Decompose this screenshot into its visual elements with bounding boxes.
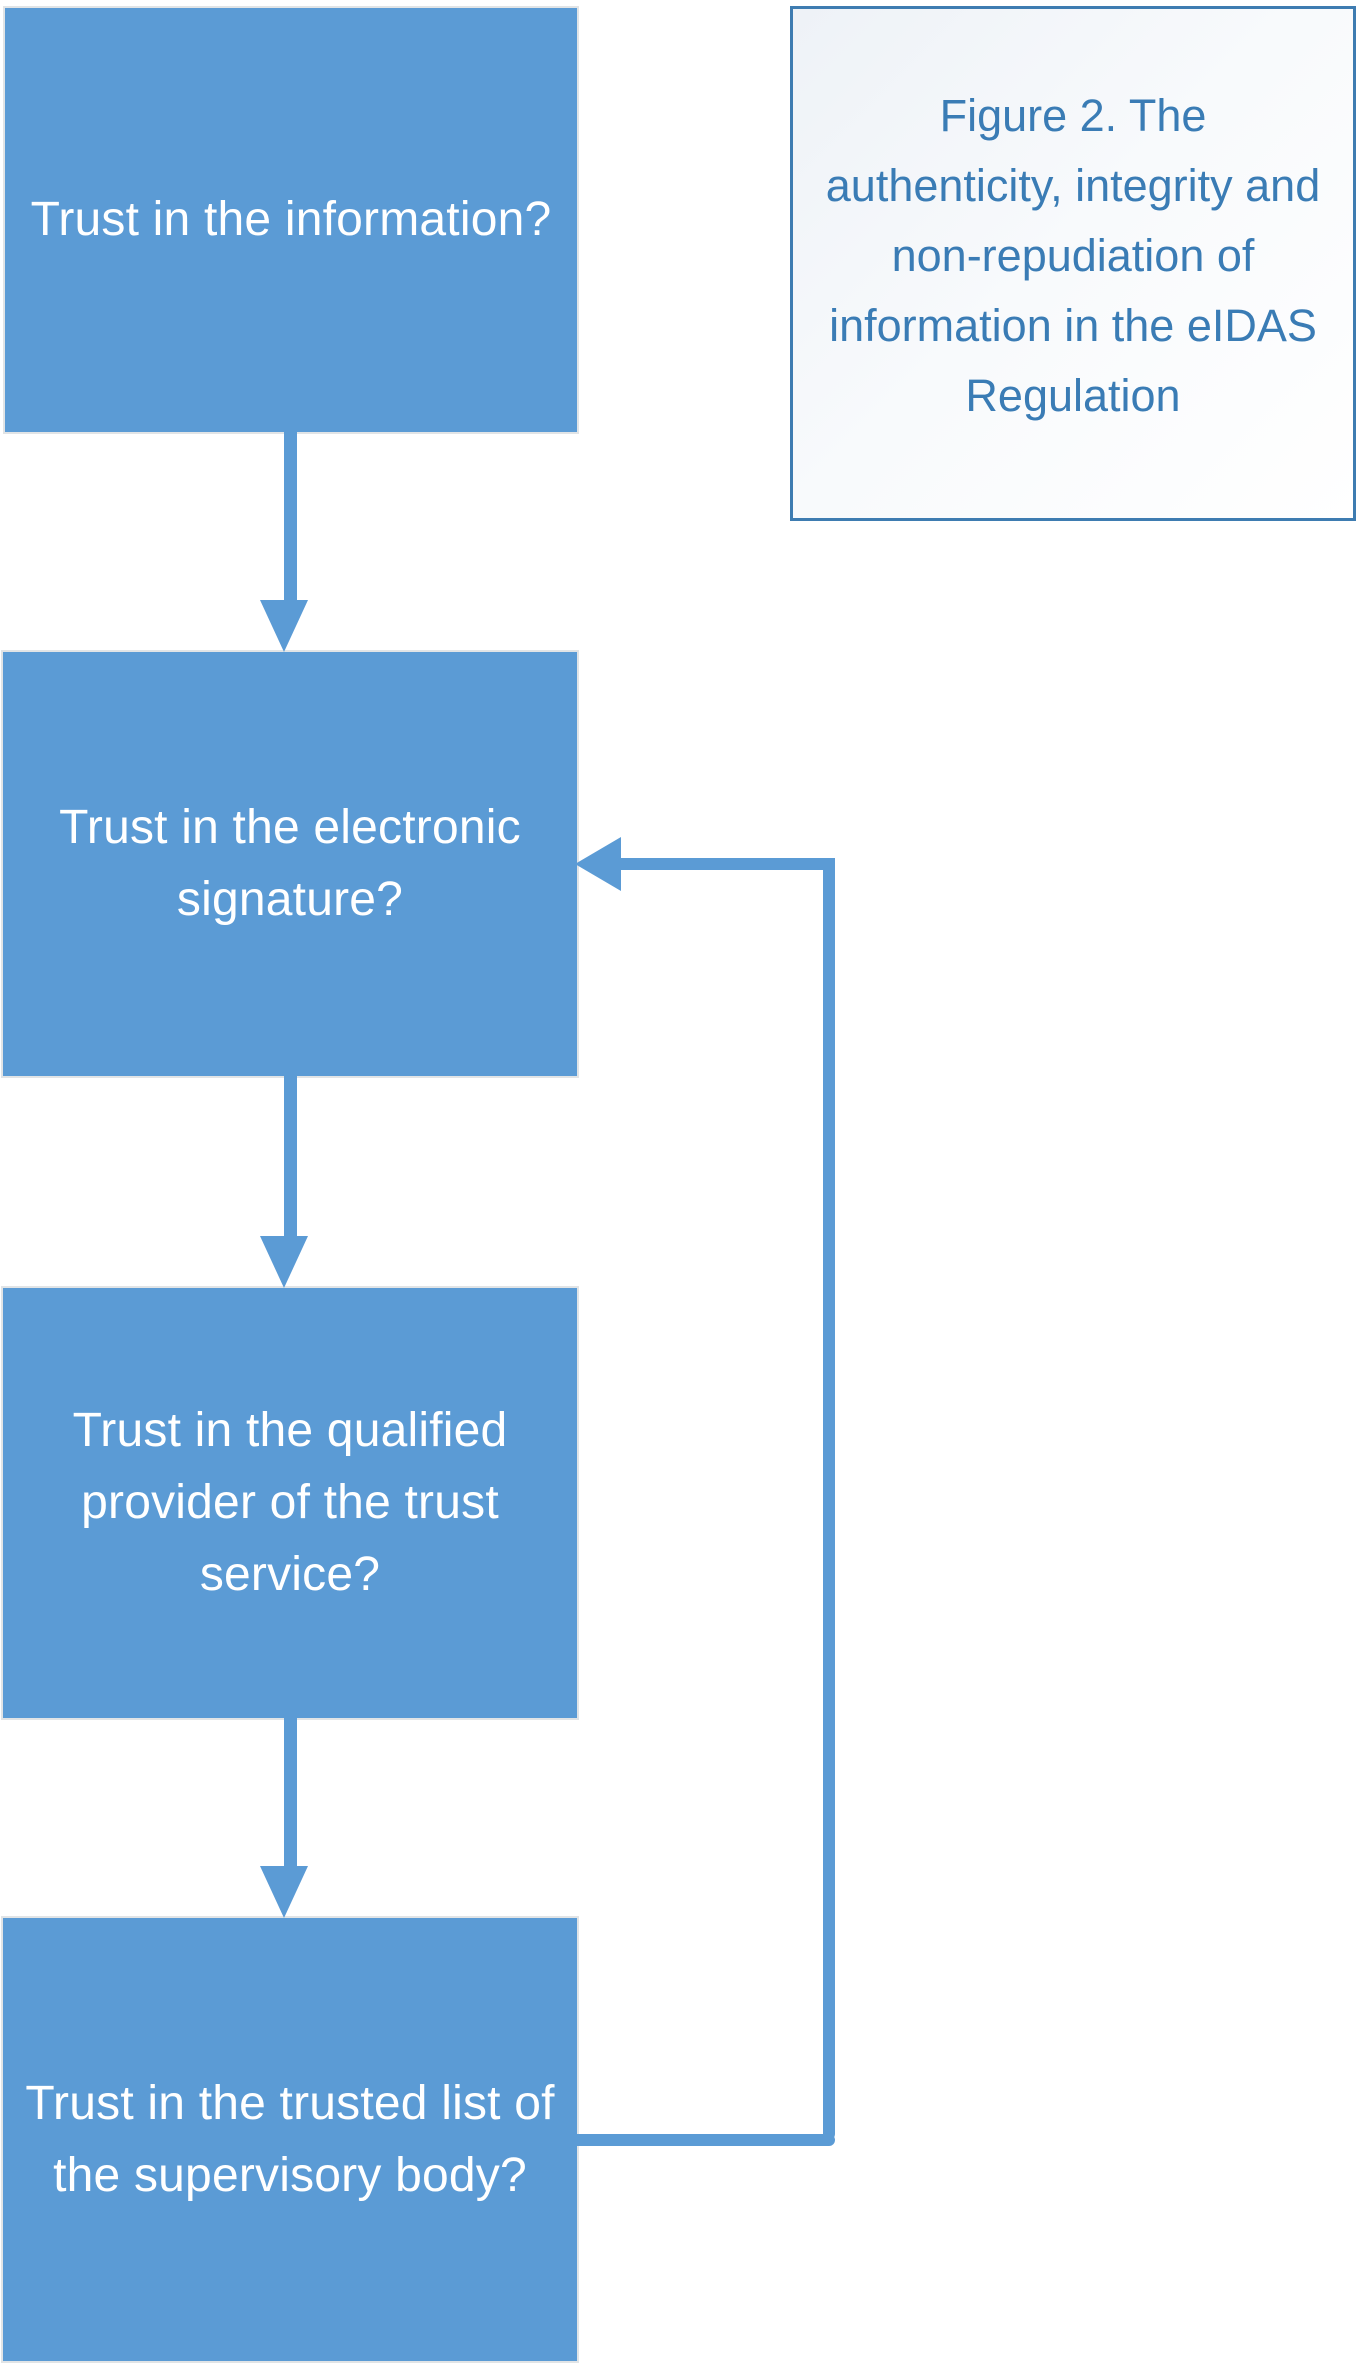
- figure-caption-box: Figure 2. The authenticity, integrity an…: [790, 6, 1356, 521]
- node-label-trusted-list: Trust in the trusted list of the supervi…: [25, 2076, 555, 2202]
- feedback-connector-top-segment: [610, 858, 835, 870]
- node-label-signature: Trust in the electronic signature?: [59, 801, 521, 926]
- arrow-down-icon-information-to-signature: [260, 600, 308, 652]
- node-trust-in-the-trusted-list[interactable]: Trust in the trusted list of the supervi…: [3, 1918, 577, 2361]
- connector-provider-to-trusted-list-shaft: [284, 1718, 297, 1866]
- connector-signature-to-provider-shaft: [284, 1076, 297, 1236]
- figure-caption-text: Figure 2. The authenticity, integrity an…: [825, 89, 1321, 421]
- node-label-information: Trust in the information?: [30, 193, 552, 246]
- arrow-down-icon-signature-to-provider: [260, 1236, 308, 1288]
- connector-information-to-signature-shaft: [284, 432, 297, 604]
- arrow-left-icon-trusted-list-to-signature: [575, 837, 621, 891]
- node-trust-in-the-information[interactable]: Trust in the information?: [5, 8, 577, 432]
- node-trust-in-the-electronic-signature[interactable]: Trust in the electronic signature?: [3, 652, 577, 1076]
- node-trust-in-the-qualified-provider[interactable]: Trust in the qualified provider of the t…: [3, 1288, 577, 1718]
- feedback-connector-vertical-segment: [823, 858, 835, 2140]
- arrow-down-icon-provider-to-trusted-list: [260, 1866, 308, 1918]
- feedback-connector-bottom-segment: [573, 2134, 835, 2146]
- node-label-provider: Trust in the qualified provider of the t…: [72, 1404, 508, 1601]
